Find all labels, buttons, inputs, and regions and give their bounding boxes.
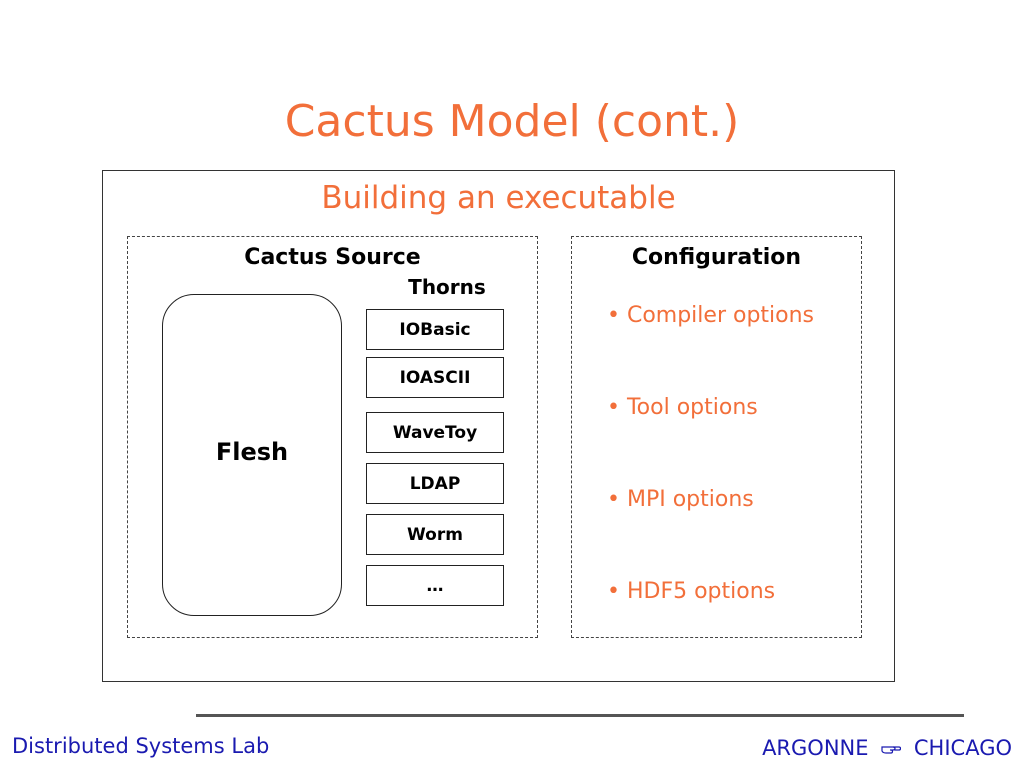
configuration-panel [571, 236, 862, 638]
option-compiler: • Compiler options [607, 303, 815, 328]
pointing-hand-icon [881, 735, 902, 763]
thorn-worm: Worm [366, 514, 504, 555]
configuration-heading: Configuration [631, 245, 802, 270]
thorn-more: … [366, 565, 504, 606]
thorns-heading: Thorns [408, 275, 486, 299]
footer-lab-name: Distributed Systems Lab [12, 734, 270, 758]
thorn-iobasic: IOBasic [366, 309, 504, 350]
diagram-subtitle: Building an executable [321, 180, 676, 216]
slide-title: Cactus Model (cont.) [284, 96, 740, 147]
cactus-source-panel [127, 236, 538, 638]
footer-divider [196, 714, 964, 717]
option-hdf5: • HDF5 options [607, 579, 776, 604]
footer-institutions: ARGONNE CHICAGO [762, 734, 1012, 763]
thorn-ioascii: IOASCII [366, 357, 504, 398]
cactus-source-heading: Cactus Source [244, 245, 421, 270]
footer-argonne: ARGONNE [762, 736, 869, 760]
flesh-label: Flesh [215, 438, 289, 466]
thorn-wavetoy: WaveToy [366, 412, 504, 453]
footer-chicago: CHICAGO [913, 736, 1012, 760]
flesh-block: Flesh [162, 294, 342, 616]
option-tool: • Tool options [607, 395, 758, 420]
option-mpi: • MPI options [607, 487, 754, 512]
thorn-ldap: LDAP [366, 463, 504, 504]
diagram-frame [102, 170, 895, 682]
